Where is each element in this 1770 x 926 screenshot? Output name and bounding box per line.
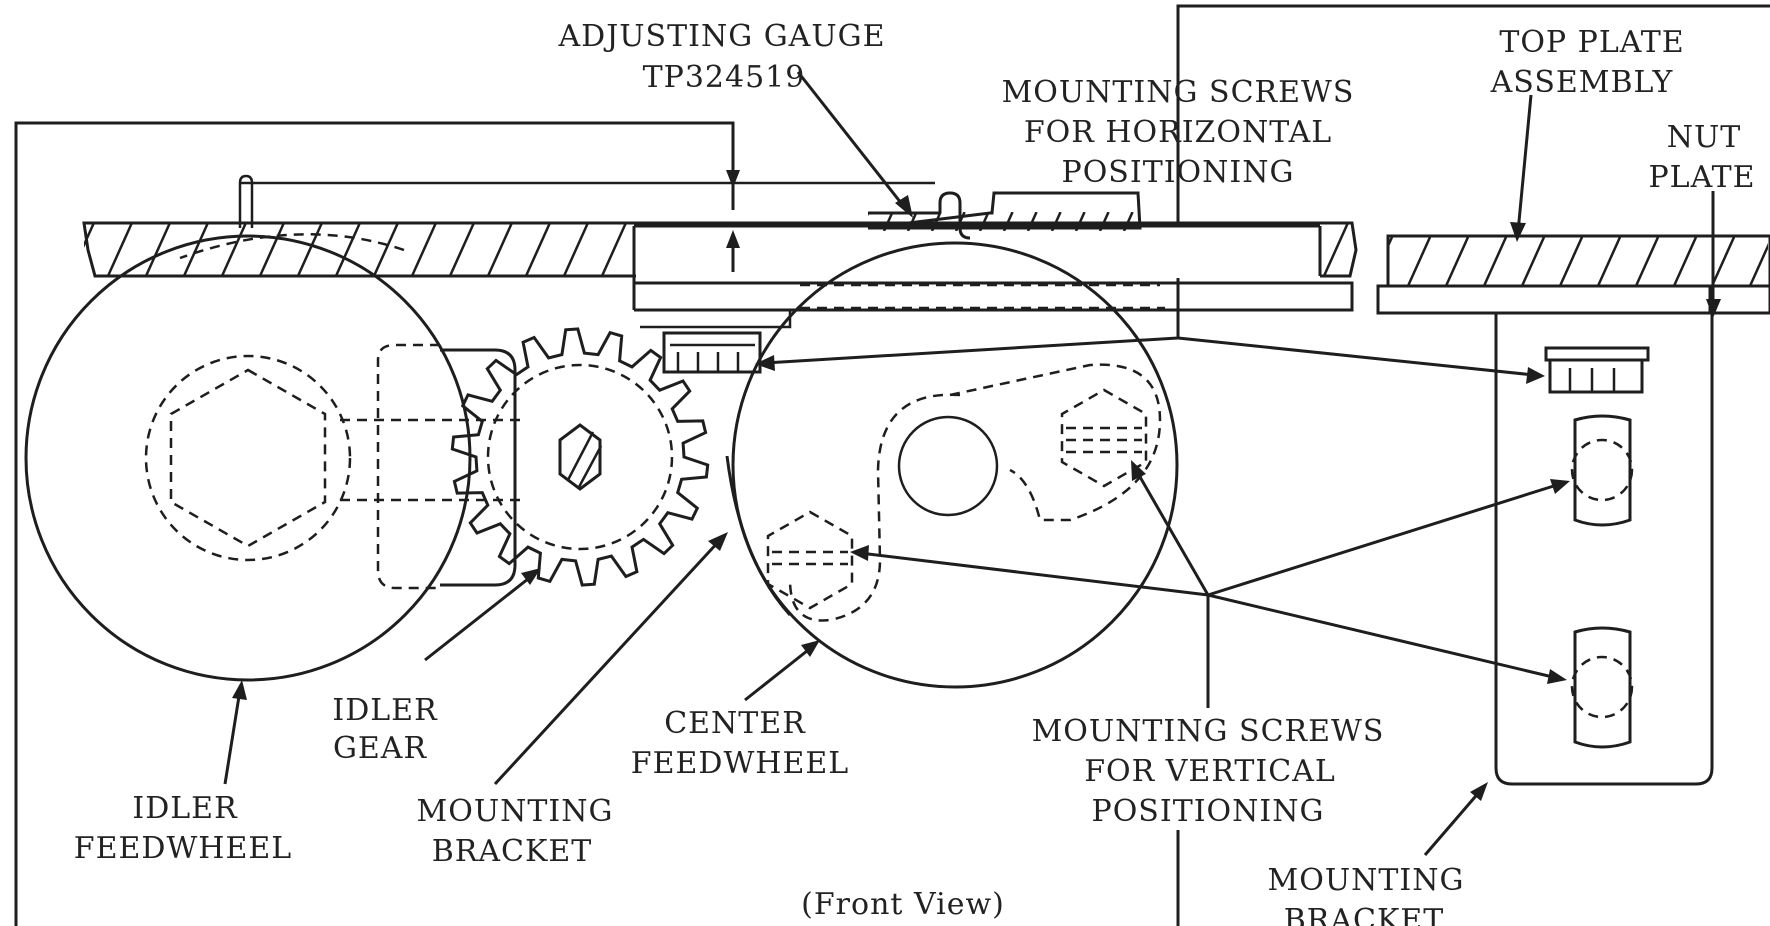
label-mounting-bracket-left-2: BRACKET [432,834,593,869]
label-vertical-screws: MOUNTING SCREWS [1032,714,1385,749]
label-idler-feedwheel: IDLER [132,791,238,826]
labels: ADJUSTING GAUGE TP324519 MOUNTING SCREWS… [74,19,1755,926]
label-idler-gear-2: GEAR [333,731,428,766]
idler-gear [450,327,710,587]
mounting-bracket-right [1494,313,1714,786]
label-horizontal-screws: MOUNTING SCREWS [1002,75,1355,110]
label-idler-gear: IDLER [332,693,438,728]
label-horizontal-screws-2: FOR HORIZONTAL [1024,115,1332,150]
label-idler-feedwheel-2: FEEDWHEEL [74,831,292,866]
adjusting-gauge-block [867,191,1142,240]
label-mounting-bracket-right-2: BRACKET [1284,903,1445,926]
frame-lines [14,4,1770,926]
leader-lines [223,71,1721,856]
label-mounting-bracket-right: MOUNTING [1268,863,1465,898]
center-feedwheel [725,241,1179,689]
label-top-plate-2: ASSEMBLY [1490,65,1674,100]
label-mounting-bracket-left: MOUNTING [417,794,614,829]
label-nut-plate-2: PLATE [1648,160,1755,195]
label-adjusting-gauge: ADJUSTING GAUGE [558,19,886,54]
label-adjusting-gauge-part: TP324519 [643,60,806,95]
label-vertical-screws-3: POSITIONING [1092,794,1325,829]
label-nut-plate: NUT [1667,120,1742,155]
label-center-feedwheel: CENTER [664,706,806,741]
idler-feedwheel [24,233,520,682]
horizontal-screw-left [662,331,762,374]
gauge-reference-line [238,174,935,228]
gauge-dimension [726,170,740,272]
label-front-view: (Front View) [801,887,1005,922]
mounting-bracket-left [376,343,517,590]
top-plate-left [82,221,1358,329]
label-vertical-screws-2: FOR VERTICAL [1084,754,1336,789]
label-top-plate: TOP PLATE [1499,25,1684,60]
label-horizontal-screws-3: POSITIONING [1062,155,1295,190]
label-center-feedwheel-2: FEEDWHEEL [631,746,849,781]
